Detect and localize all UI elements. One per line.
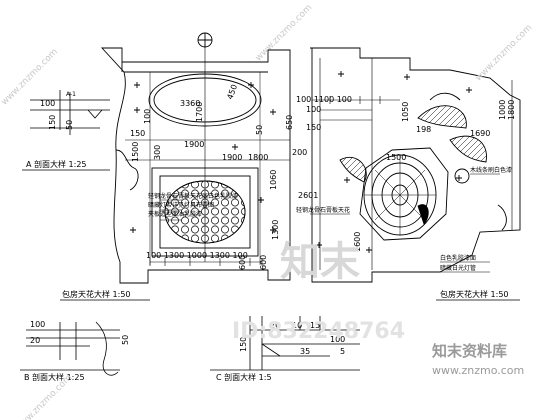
dim-right-198: 198: [416, 125, 431, 134]
dim-600: 600: [238, 255, 247, 270]
detail-b-dim-100: 100: [30, 320, 45, 329]
right-plan-dims: 100 1100 100 1800 1000 1050 650 1060 190…: [222, 95, 516, 270]
detail-b-dim-50: 50: [121, 335, 130, 345]
dim-100: 100: [143, 109, 152, 124]
note-right-1: 轻钢龙骨石膏板天花: [296, 206, 350, 214]
caption-ceiling-right: 包房天花大样 1:50: [440, 289, 509, 299]
left-plan-notes: 轻钢龙骨石膏板天花底白色乳胶漆 暗藏灯带详见灯具布置图 夹板造型面油乳胶漆: [148, 192, 238, 221]
dim-right-2601: 2601: [298, 191, 318, 200]
detail-section-b: [20, 321, 120, 376]
detail-c-dim-150: 150: [239, 337, 248, 352]
note-left-2: 暗藏灯带详见灯具布置图: [148, 201, 214, 209]
detail-section-c: [210, 316, 360, 371]
detail-c-dim-20: 20: [270, 321, 280, 330]
right-plan-notes: 轻钢龙骨石膏板天花 白色乳胶漆面 暗藏日光灯管 木线条刷白色漆: [296, 166, 512, 273]
watermark-center: 知末: [280, 239, 360, 285]
caption-detail-c: C 剖面大样 1:5: [216, 372, 272, 382]
dim-oval-side: 450: [225, 83, 239, 100]
detail-c-dim-5: 5: [340, 347, 345, 356]
note-left-1: 轻钢龙骨石膏板天花底白色乳胶漆: [148, 192, 238, 200]
right-plan-outline: [310, 47, 521, 283]
dim-right-600: 600: [259, 255, 268, 270]
dim-oval-width: 3360: [180, 99, 200, 108]
left-ceiling-plan: [100, 32, 291, 284]
leaf-ornament-1: [339, 157, 367, 183]
caption-detail-a: A 剖面大样 1:25: [26, 159, 87, 169]
detail-section-a-top: [22, 90, 110, 171]
watermark-diagonal-2: www.znzmo.com: [254, 3, 314, 63]
watermark-url: www.znzmo.com: [432, 364, 524, 377]
dim-right-150: 150: [306, 123, 321, 132]
dim-right-1800: 1800: [248, 153, 268, 162]
watermark-logo: 知末资料库: [432, 342, 507, 360]
caption-detail-b: B 剖面大样 1:25: [24, 372, 85, 382]
dim-right-650: 650: [285, 115, 294, 130]
dim-right-200: 200: [292, 148, 307, 157]
left-plan-outline: [100, 47, 291, 284]
dim-oval-height: 1700: [195, 102, 204, 122]
dim-50: 50: [255, 125, 264, 135]
note-left-3: 夹板造型面油乳胶漆: [148, 210, 202, 218]
dim-right-1050: 1050: [401, 102, 410, 122]
detail-a-dim-150: 150: [48, 115, 57, 130]
detail-a-dim-100: 100: [40, 99, 55, 108]
watermark-diagonal-3: www.znzmo.com: [474, 23, 534, 83]
detail-c-dim-35: 35: [300, 347, 310, 356]
dim-right-1500: 1500: [386, 153, 406, 162]
octagonal-ceiling-feature: [359, 147, 449, 241]
dim-300: 300: [153, 145, 162, 160]
dim-right-1900: 1900: [222, 153, 242, 162]
caption-ceiling-left: 包房天花大样 1:50: [62, 289, 131, 299]
dim-right-100: 100: [306, 105, 321, 114]
dim-150: 150: [130, 129, 145, 138]
detail-c-dim-15: 15: [310, 321, 320, 330]
leaf-ornament-2: [417, 105, 467, 129]
note-right-3: 暗藏日光灯管: [440, 264, 476, 272]
detail-b-dim-20: 20: [30, 336, 40, 345]
right-ceiling-plan: [310, 47, 521, 283]
note-right-2: 白色乳胶漆面: [440, 254, 476, 262]
watermark-layer: www.znzmo.com www.znzmo.com www.znzmo.co…: [0, 3, 534, 420]
section-mark-a1: A-1: [66, 91, 76, 98]
dim-1900: 1900: [184, 140, 204, 149]
dim-1500: 1500: [131, 142, 140, 162]
detail-c-dim-100: 100: [330, 335, 345, 344]
detail-c-dim-10: 10: [292, 321, 302, 330]
detail-a-dim-50: 50: [65, 120, 74, 130]
watermark-id: ID:832248764: [232, 319, 405, 344]
dim-right-top-row: 100 1100 100: [296, 95, 352, 104]
dim-right-1600: 1600: [353, 232, 362, 252]
dim-right-1000: 1000: [498, 100, 507, 120]
dim-right-1800: 1800: [507, 100, 516, 120]
dim-right-1690: 1690: [470, 129, 490, 138]
note-right-4: 木线条刷白色漆: [470, 166, 512, 174]
dim-right-1060: 1060: [269, 170, 278, 190]
dim-right-1300: 1300: [271, 220, 280, 240]
dark-accent: [417, 204, 429, 225]
dim-bottom-row: 100 1300 1000 1300 100: [146, 251, 248, 260]
leaf-ornament-3: [449, 135, 487, 163]
